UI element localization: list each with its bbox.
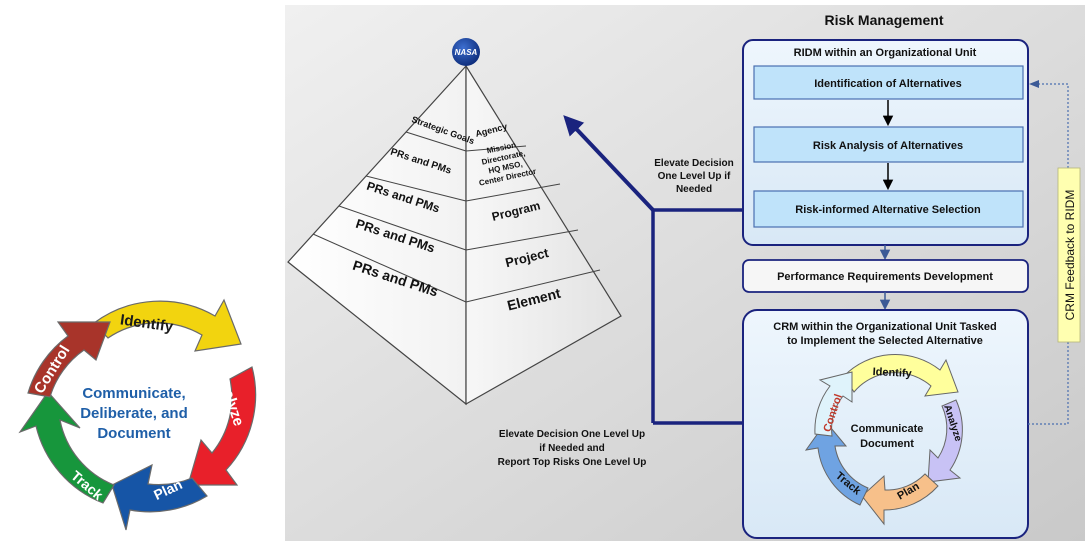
risk-management-title: Risk Management (824, 12, 943, 28)
ridm-step-2-label: Risk Analysis of Alternatives (813, 140, 963, 152)
elevate-lower-line-3: Report Top Risks One Level Up (498, 457, 647, 468)
crm-identify-segment (843, 353, 959, 397)
left-center-line-2: Deliberate, and (80, 405, 188, 422)
nasa-logo-text: NASA (455, 48, 478, 57)
control-segment (27, 321, 111, 398)
pyramid-right-face (465, 63, 622, 406)
left-center-line-1: Communicate, (82, 385, 185, 402)
crm-cycle: Identify Analyze Plan Track Control Comm… (804, 353, 964, 526)
analyze-segment (187, 366, 257, 486)
elevate-upper-line-2: One Level Up if (658, 171, 731, 182)
crm-center-line-2: Document (860, 438, 914, 450)
elevate-lower-line-1: Elevate Decision One Level Up (499, 429, 645, 440)
ridm-step-3 (753, 190, 1024, 228)
ridm-step-1 (753, 65, 1024, 100)
crm-feedback-box (1057, 167, 1081, 343)
elevate-lower-line-2: if Needed and (539, 443, 605, 454)
pyramid: NASA Strategic Goals PRs and PMs PRs and… (287, 38, 622, 406)
crm-container: CRM within the Organizational Unit Taske… (742, 309, 1029, 539)
ridm-step-3-label: Risk-informed Alternative Selection (795, 204, 981, 216)
mission-directorate-label: Mission Directorate, HQ MSO, Center Dire… (478, 140, 537, 187)
ridm-step-2 (753, 126, 1024, 163)
crm-feedback-loop: CRM Feedback to RIDM (1028, 80, 1081, 425)
crm-title-line-1: CRM within the Organizational Unit Taske… (773, 321, 996, 333)
left-center-line-3: Document (97, 425, 170, 442)
crm-control-segment (814, 371, 853, 437)
elevate-arrow (563, 115, 655, 212)
left-risk-cycle: Identify Analyze Plan Track Control Comm… (18, 298, 257, 531)
elevate-upper-line-1: Elevate Decision (654, 158, 733, 169)
ridm-title: RIDM within an Organizational Unit (794, 47, 977, 59)
identify-segment (93, 298, 242, 352)
ridm-step-1-label: Identification of Alternatives (814, 78, 962, 90)
elevate-upper-line-3: Needed (676, 184, 712, 195)
escalation-connectors (563, 115, 743, 425)
performance-requirements-label: Performance Requirements Development (777, 271, 993, 283)
plan-segment (111, 463, 208, 531)
crm-feedback-label: CRM Feedback to RIDM (1063, 190, 1077, 321)
crm-title-line-2: to Implement the Selected Alternative (787, 335, 983, 347)
crm-identify-label: Identify (872, 366, 913, 380)
ridm-container: RIDM within an Organizational Unit Ident… (742, 39, 1029, 246)
crm-analyze-segment (927, 399, 963, 483)
nasa-logo (452, 38, 480, 66)
crm-center-line-1: Communicate (851, 423, 924, 435)
